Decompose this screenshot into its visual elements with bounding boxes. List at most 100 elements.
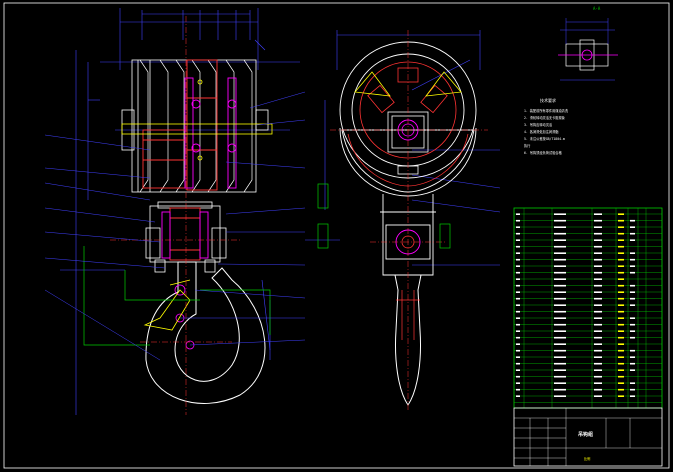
notes-heading: 技术要求 [540, 97, 556, 103]
parts-cell-mark [618, 265, 624, 267]
parts-cell-mark [594, 349, 602, 352]
parts-cell-mark [618, 323, 624, 326]
parts-cell-mark [594, 395, 602, 397]
parts-cell-mark [516, 317, 520, 319]
parts-cell-mark [618, 213, 624, 215]
parts-cell-mark [516, 239, 520, 241]
parts-cell-mark [630, 369, 635, 371]
parts-cell-mark [630, 330, 635, 332]
parts-cell-mark [630, 284, 635, 287]
note-line: 1. 装配前所有零件用煤油清洗 [524, 108, 569, 113]
title-block-name: 吊钩组 [578, 431, 593, 438]
parts-cell-mark [630, 317, 635, 319]
parts-cell-mark [594, 336, 602, 339]
parts-cell-mark [630, 252, 635, 254]
parts-cell-mark [618, 356, 624, 358]
parts-cell-mark [618, 297, 624, 300]
parts-cell-mark [630, 304, 635, 306]
parts-cell-mark [618, 239, 624, 241]
parts-cell-mark [516, 265, 520, 267]
parts-cell-mark [594, 369, 602, 371]
parts-cell-mark [594, 232, 602, 235]
parts-cell-mark [554, 304, 566, 306]
parts-cell-mark [594, 375, 602, 378]
note-line: 5. 未注公差按GB/T1804-m [524, 136, 565, 141]
parts-cell-mark [516, 336, 520, 339]
parts-cell-mark [618, 245, 624, 248]
parts-cell-mark [594, 278, 602, 280]
parts-cell-mark [554, 395, 566, 397]
parts-cell-mark [516, 258, 520, 261]
parts-cell-mark [554, 226, 566, 228]
parts-cell-mark [630, 219, 635, 222]
parts-cell-mark [516, 219, 520, 222]
parts-cell-mark [594, 382, 602, 384]
parts-cell-mark [618, 271, 624, 274]
parts-cell-mark [554, 213, 566, 215]
detail-marker: A-A [593, 6, 601, 11]
parts-cell-mark [630, 382, 635, 384]
parts-cell-mark [618, 310, 624, 313]
title-block: 吊钩组 比例 [513, 407, 663, 467]
parts-cell-mark [630, 395, 635, 397]
parts-cell-mark [554, 375, 566, 378]
parts-cell-mark [594, 330, 602, 332]
parts-cell-mark [554, 317, 566, 319]
parts-cell-mark [618, 395, 624, 397]
parts-cell-mark [618, 382, 624, 384]
drawing-border [3, 2, 670, 469]
parts-cell-mark [618, 317, 624, 319]
parts-cell-mark [618, 219, 624, 222]
parts-cell-mark [618, 258, 624, 261]
note-line: 执行 [524, 143, 531, 148]
parts-cell-mark [594, 219, 602, 222]
parts-cell-mark [594, 297, 602, 300]
parts-cell-mark [554, 219, 566, 222]
parts-cell-mark [516, 310, 520, 313]
parts-cell-mark [594, 343, 602, 345]
parts-cell-mark [516, 232, 520, 235]
parts-cell-mark [594, 252, 602, 254]
parts-cell-mark [594, 245, 602, 248]
parts-cell-mark [630, 226, 635, 228]
note-line: 4. 各润滑处加注润滑脂 [524, 129, 559, 134]
parts-list-table [513, 207, 663, 409]
parts-cell-mark [618, 343, 624, 345]
parts-cell-mark [516, 369, 520, 371]
parts-cell-mark [516, 291, 520, 293]
parts-cell-mark [630, 336, 635, 339]
parts-cell-mark [554, 362, 566, 365]
parts-cell-mark [594, 258, 602, 261]
parts-cell-mark [516, 278, 520, 280]
note-line: 2. 滑轮转动灵活无卡阻现象 [524, 115, 566, 120]
parts-cell-mark [554, 330, 566, 332]
parts-cell-mark [554, 284, 566, 287]
parts-cell-mark [630, 291, 635, 293]
parts-cell-mark [630, 356, 635, 358]
parts-cell-mark [554, 323, 566, 326]
parts-cell-mark [618, 304, 624, 306]
parts-cell-mark [516, 395, 520, 397]
parts-cell-mark [594, 239, 602, 241]
parts-cell-mark [516, 252, 520, 254]
parts-cell-mark [594, 356, 602, 358]
parts-cell-mark [630, 258, 635, 261]
parts-cell-mark [594, 317, 602, 319]
parts-cell-mark [554, 297, 566, 300]
parts-cell-mark [618, 330, 624, 332]
parts-cell-mark [554, 388, 566, 391]
parts-cell-mark [554, 265, 566, 267]
parts-cell-mark [594, 304, 602, 306]
parts-cell-mark [594, 213, 602, 215]
parts-cell-mark [618, 369, 624, 371]
parts-cell-mark [554, 258, 566, 261]
parts-cell-mark [554, 252, 566, 254]
parts-cell-mark [630, 349, 635, 352]
parts-cell-mark [630, 388, 635, 391]
parts-cell-mark [594, 291, 602, 293]
parts-cell-mark [554, 232, 566, 235]
parts-cell-mark [516, 375, 520, 378]
parts-cell-mark [594, 265, 602, 267]
